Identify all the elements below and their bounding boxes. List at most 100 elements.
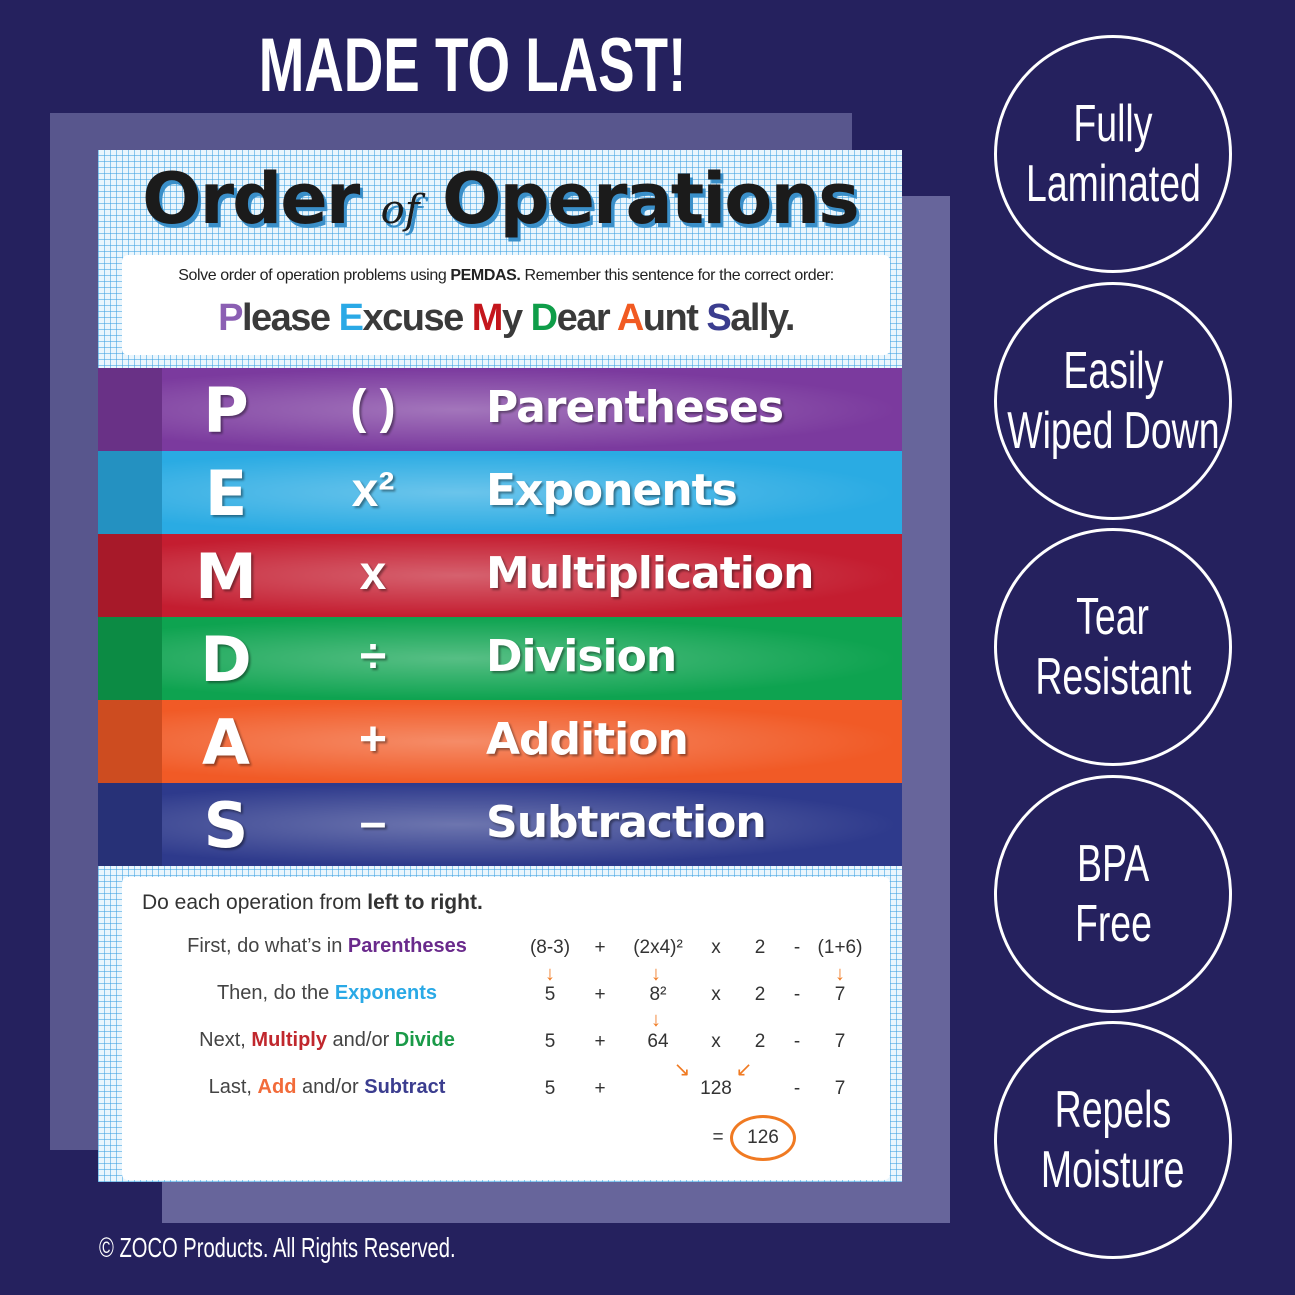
band-letter: P — [203, 374, 249, 447]
badge-text: Free — [1074, 894, 1152, 953]
band-letter: A — [202, 706, 250, 779]
result-circle — [730, 1115, 796, 1161]
expression-term: 2 — [754, 937, 766, 958]
mnemonic-word-rest: xcuse — [362, 297, 472, 339]
band-strip — [98, 783, 162, 866]
step-keyword: Exponents — [334, 982, 438, 1004]
badge-text: BPA — [1076, 834, 1150, 893]
step-text: Last, — [208, 1076, 258, 1098]
band-symbol: x² — [351, 464, 395, 517]
steps-box: Do each operation from left to right. Fi… — [122, 877, 890, 1180]
step-keyword: Parentheses — [347, 935, 467, 957]
poster-title: Order of Operations — [98, 158, 902, 240]
band-strip — [98, 368, 162, 451]
step-keyword: Multiply — [251, 1029, 327, 1051]
expression-term: 128 — [700, 1078, 732, 1099]
expression-term: 7 — [834, 984, 846, 1005]
band-word: Addition — [486, 714, 689, 765]
expression-term: 5 — [544, 1078, 556, 1099]
expression-term: 2 — [754, 984, 766, 1005]
mnemonic-initial: M — [471, 297, 504, 339]
band-symbol: ( ) — [350, 381, 396, 434]
expression-term: 64 — [647, 1031, 669, 1052]
badge-text: Tear — [1076, 588, 1150, 646]
expression-term: 5 — [544, 984, 556, 1005]
step-text: and/or — [326, 1029, 395, 1051]
step-label: First, do what’s in Parentheses — [132, 935, 522, 958]
expression-term: - — [793, 1031, 801, 1052]
mnemonic-word-rest: y — [501, 297, 531, 339]
badge-text: Easily — [1063, 341, 1163, 400]
band-symbol: + — [358, 713, 388, 766]
band-parentheses: P ( ) Parentheses — [98, 368, 902, 451]
headline: MADE TO LAST! — [258, 23, 687, 108]
expression-term: x — [711, 937, 721, 958]
band-division: D ÷ Division — [98, 617, 902, 700]
mnemonic-initial: E — [338, 297, 364, 339]
equals-sign: = — [712, 1127, 724, 1148]
steps-heading-b: left to right. — [367, 891, 483, 914]
expression-term: + — [594, 1031, 606, 1052]
badge-text: Fully — [1073, 95, 1153, 153]
step-text: and/or — [296, 1076, 365, 1098]
band-word: Subtraction — [486, 797, 767, 848]
step-text: Then, do the — [216, 982, 335, 1004]
title-word-order: Order — [142, 158, 360, 240]
intro-box: Solve order of operation problems using … — [122, 255, 890, 355]
step-keyword: Divide — [394, 1029, 455, 1051]
mnemonic-word-rest: lease — [241, 297, 339, 339]
title-word-of: of — [380, 187, 420, 233]
band-symbol: ÷ — [359, 630, 387, 683]
expression-term: (1+6) — [817, 937, 863, 958]
expression-term: 5 — [544, 1031, 556, 1052]
headline-wrap: MADE TO LAST! — [0, 0, 945, 108]
arrow-down-icon: ↓ — [651, 1009, 661, 1031]
step-label: Last, Add and/or Subtract — [132, 1076, 522, 1099]
band-letter: S — [203, 789, 249, 862]
band-subtraction: S – Subtraction — [98, 783, 902, 866]
mnemonic-initial: P — [218, 297, 243, 339]
band-glow — [162, 534, 902, 617]
arrow-down-icon: ↓ — [545, 963, 555, 985]
badge-text: Repels — [1054, 1081, 1172, 1139]
step-label: Next, Multiply and/or Divide — [132, 1029, 522, 1052]
expression-term: 7 — [834, 1031, 846, 1052]
arrow-down-right-icon: ↘ — [673, 1059, 691, 1081]
band-word: Division — [486, 631, 677, 682]
expression-term: - — [793, 937, 801, 958]
expression-term: 8² — [649, 984, 667, 1005]
step-label: Then, do the Exponents — [132, 982, 522, 1005]
title-word-operations: Operations — [441, 158, 860, 240]
arrow-down-left-icon: ↙ — [735, 1059, 753, 1081]
expression-term: x — [711, 1031, 721, 1052]
step-keyword: Add — [257, 1076, 297, 1098]
band-glow — [162, 617, 902, 700]
expression-term: 2 — [754, 1031, 766, 1052]
badge-text: Moisture — [1041, 1141, 1185, 1199]
band-glow — [162, 783, 902, 866]
expression-term: - — [793, 984, 801, 1005]
band-addition: A + Addition — [98, 700, 902, 783]
mnemonic-initial: D — [530, 297, 558, 339]
poster: Order of Operations Solve order of opera… — [98, 150, 902, 1182]
band-glow — [162, 451, 902, 534]
mnemonic-initial: S — [706, 297, 731, 339]
mnemonic-sentence: Please Excuse My Dear Aunt Sally. — [122, 297, 890, 340]
step-keyword: Subtract — [364, 1076, 446, 1098]
band-multiplication: M x Multiplication — [98, 534, 902, 617]
steps-heading-a: Do each operation from — [142, 891, 368, 914]
mnemonic-word-rest: unt — [642, 297, 707, 339]
arrow-down-icon: ↓ — [651, 963, 661, 985]
band-strip — [98, 451, 162, 534]
band-word: Parentheses — [486, 382, 784, 433]
badge-text: Resistant — [1034, 648, 1192, 706]
band-letter: M — [195, 540, 257, 613]
band-word: Exponents — [486, 465, 738, 516]
mnemonic-word-rest: ally. — [730, 297, 795, 339]
step-text: First, do what’s in — [187, 935, 348, 957]
expression-term: (2x4)² — [633, 937, 683, 958]
band-strip — [98, 617, 162, 700]
